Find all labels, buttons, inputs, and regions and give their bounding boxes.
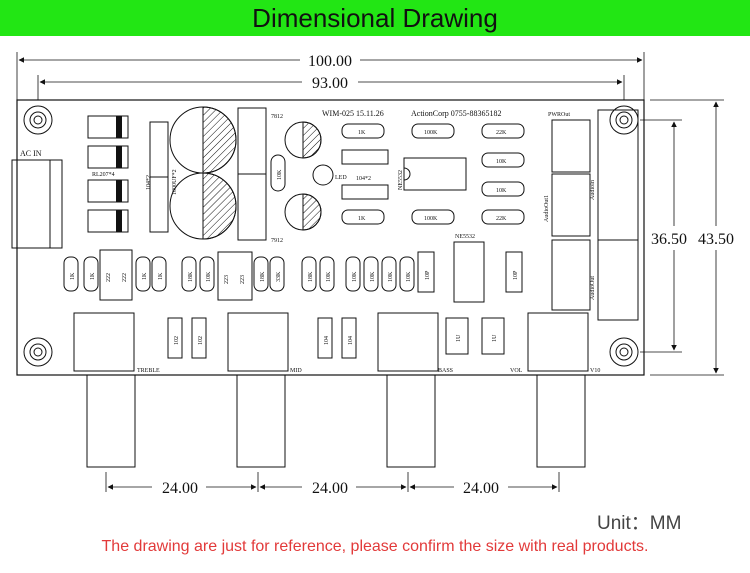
dimension-knob-spacing: 24.00 24.00 24.00 (105, 472, 560, 497)
right-connectors: PWROut AudioIn AudioOut1 AudioOut (544, 109, 639, 321)
audio-in-label: AudioIn (590, 180, 596, 200)
cap-bank-left-label: 104*2 (146, 175, 152, 190)
ac-in-connector: AC IN (11, 149, 63, 249)
unit-label: Unit：MM (597, 513, 682, 534)
svg-text:222: 222 (122, 273, 128, 282)
pot-mid-label: MID (290, 368, 302, 374)
reg-neg-label: 7912 (271, 238, 283, 244)
svg-text:1U: 1U (492, 334, 498, 342)
audio-out2-label: AudioOut (590, 276, 596, 300)
svg-text:104: 104 (348, 336, 354, 345)
svg-text:33K: 33K (276, 271, 282, 282)
dim-hole-spacing-x-label: 93.00 (312, 75, 348, 92)
svg-text:18K: 18K (260, 271, 266, 282)
svg-text:223: 223 (240, 275, 246, 284)
svg-text:1K: 1K (70, 272, 76, 280)
svg-text:10P: 10P (425, 270, 431, 280)
svg-text:1U: 1U (456, 334, 462, 342)
svg-text:10K: 10K (370, 271, 376, 282)
svg-text:10K: 10K (496, 159, 507, 165)
potentiometers: TREBLE MID BASS VOL V10 (73, 312, 600, 468)
svg-text:100K: 100K (424, 216, 438, 222)
svg-text:222: 222 (106, 273, 112, 282)
page-title: Dimensional Drawing (252, 3, 498, 33)
svg-text:10K: 10K (326, 271, 332, 282)
ac-in-label: AC IN (20, 149, 42, 158)
resistors-top: 1K 100K 22K 104*2 10K 10K 1K 100K 22K (341, 123, 525, 225)
svg-text:18K: 18K (188, 271, 194, 282)
dim-overall-width-label: 100.00 (308, 53, 352, 70)
pot-treble-label: TREBLE (137, 368, 160, 374)
pcb-outline (16, 99, 645, 376)
pot-vol-label: VOL (510, 368, 523, 374)
cap-bank-left: 104*2 (146, 121, 169, 233)
svg-text:10P: 10P (513, 270, 519, 280)
main-cap-label: 1000UF*2 (172, 169, 178, 195)
reg-pos-label: 7812 (271, 114, 283, 120)
svg-text:18K: 18K (308, 271, 314, 282)
svg-text:1K: 1K (90, 272, 96, 280)
svg-text:10K: 10K (406, 271, 412, 282)
dimension-overall-height: 43.50 (650, 99, 734, 376)
main-capacitors: 1000UF*2 (169, 106, 237, 240)
svg-text:102: 102 (198, 336, 204, 345)
svg-text:22K: 22K (496, 130, 507, 136)
svg-text:104: 104 (324, 336, 330, 345)
dimension-hole-spacing-y: 36.50 (640, 119, 687, 353)
svg-text:1K: 1K (358, 130, 366, 136)
component-row-mid: 1K 1K 222 222 1K 1K 18K 10K 223 223 18K … (63, 249, 523, 301)
svg-text:NE5532: NE5532 (455, 234, 475, 240)
dim-hole-spacing-y-label: 36.50 (651, 231, 687, 248)
led-label: LED (335, 175, 347, 181)
bridge-label: RL207*4 (92, 172, 115, 178)
dimension-hole-spacing-x: 93.00 (37, 75, 625, 100)
svg-text:100K: 100K (424, 130, 438, 136)
svg-text:NE5532: NE5532 (398, 170, 404, 190)
svg-text:223: 223 (224, 275, 230, 284)
bridge-diodes: RL207*4 (87, 115, 129, 233)
pwr-out-label: PWROut (548, 112, 570, 118)
ic-ne5532-top: NE5532 (398, 157, 467, 191)
pot-bass-label: BASS (438, 368, 453, 374)
dimension-overall-width: 100.00 (16, 52, 645, 100)
audio-out1-label: AudioOut1 (544, 195, 550, 222)
svg-text:1K: 1K (142, 272, 148, 280)
dim-knob-spacing-2-label: 24.00 (312, 480, 348, 497)
board-model-label: WIM-025 15.11.26 (322, 109, 384, 118)
disclaimer-note: The drawing are just for reference, plea… (101, 538, 649, 555)
title-banner: Dimensional Drawing (0, 0, 750, 36)
mounting-hole-bottom-left (23, 337, 53, 367)
svg-text:1K: 1K (358, 216, 366, 222)
tone-capacitors: 102 102 104 104 1U 1U (167, 317, 505, 359)
dim-knob-spacing-3-label: 24.00 (463, 480, 499, 497)
board-vendor-label: ActionCorp 0755-88365182 (411, 109, 501, 118)
svg-text:10K: 10K (277, 169, 283, 180)
mounting-hole-bottom-right (609, 337, 639, 367)
svg-text:10K: 10K (206, 271, 212, 282)
mounting-hole-top-left (23, 105, 53, 135)
svg-text:10K: 10K (352, 271, 358, 282)
svg-text:22K: 22K (496, 216, 507, 222)
dim-knob-spacing-1-label: 24.00 (162, 480, 198, 497)
svg-text:10K: 10K (388, 271, 394, 282)
dim-overall-height-label: 43.50 (698, 231, 734, 248)
ic-ne5532-mid: NE5532 (453, 234, 485, 303)
svg-text:102: 102 (174, 336, 180, 345)
small-capacitors: LED (284, 121, 347, 231)
voltage-regulators: 7812 7912 10K (237, 107, 286, 244)
svg-text:10K: 10K (496, 188, 507, 194)
pot-v-label: V10 (590, 368, 600, 374)
cap-mid-label: 104*2 (356, 176, 371, 182)
dimensional-drawing: 100.00 93.00 36.50 43.50 AC (11, 52, 734, 497)
svg-text:1K: 1K (158, 272, 164, 280)
